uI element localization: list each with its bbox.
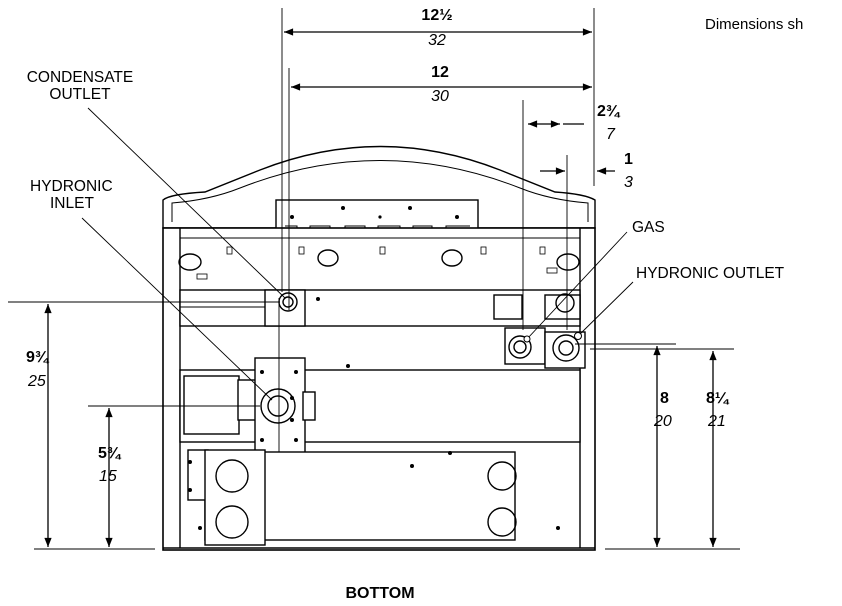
dim-inlet-height-in: 5¾ (98, 445, 121, 462)
hydronic-outlet-fitting (552, 334, 580, 362)
hydronic-outlet-label: HYDRONIC OUTLET (636, 265, 785, 282)
condensate-label-line1: CONDENSATE (26, 69, 134, 86)
view-caption: BOTTOM (345, 585, 415, 602)
dim-inlet-height-cm: 15 (99, 468, 117, 485)
gas-fitting (508, 335, 532, 359)
dim-condensate-height-cm: 25 (28, 373, 46, 390)
dim-gas-in: 2¾ (597, 103, 620, 120)
leader-hydronic-inlet (81, 217, 273, 401)
dimensions-note: Dimensions sh (705, 16, 804, 33)
top-cover (162, 145, 596, 229)
hydronic-inlet-label-line2: INLET (50, 195, 94, 212)
dim-gas-cm: 7 (606, 126, 615, 143)
dim-gas-height-cm: 20 (654, 413, 672, 430)
dim-width-overall-in: 12½ (421, 7, 453, 24)
hydronic-inlet-label: HYDRONIC INLET (30, 178, 113, 212)
condensate-outlet-label: CONDENSATE OUTLET (13, 69, 147, 103)
hydronic-inlet-label-line1: HYDRONIC (30, 178, 113, 195)
condensate-label-line2: OUTLET (49, 86, 111, 103)
dim-outlet-in: 1 (624, 151, 633, 168)
dim-condensate-height-in: 9¾ (26, 349, 49, 366)
dim-outlet-height-cm: 21 (708, 413, 726, 430)
leader-condensate (87, 107, 286, 299)
dim-width-overall-cm: 32 (428, 32, 446, 49)
dim-condensate-in: 12 (431, 64, 449, 81)
dim-outlet-height-in: 8¼ (706, 390, 729, 407)
dim-gas-height-in: 8 (660, 390, 669, 407)
leader-hydronic-outlet (577, 281, 634, 337)
dim-outlet-cm: 3 (624, 174, 633, 191)
gas-label: GAS (632, 219, 665, 236)
hydronic-inlet-fitting (260, 388, 296, 424)
dim-condensate-cm: 30 (431, 88, 449, 105)
leader-gas (526, 231, 628, 340)
